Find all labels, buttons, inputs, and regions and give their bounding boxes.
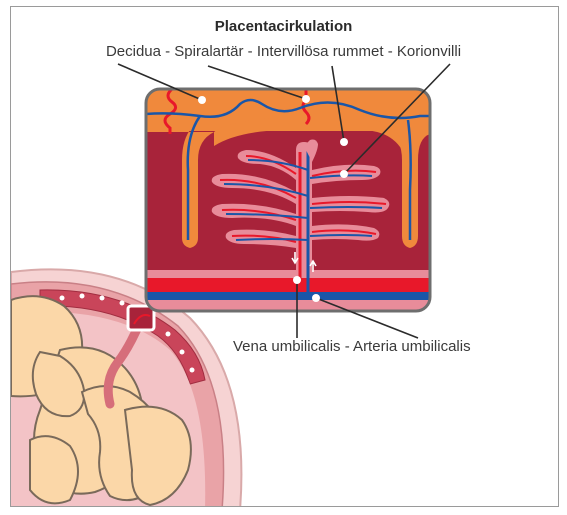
septum-right bbox=[376, 120, 430, 248]
decidual-vein bbox=[146, 98, 430, 120]
villus-branch bbox=[237, 150, 309, 180]
flow-arrow-up bbox=[309, 259, 317, 272]
callout-dot-decidua bbox=[198, 96, 206, 104]
fetus bbox=[11, 295, 192, 506]
uterus-fetus-illustration bbox=[11, 268, 243, 506]
septum-left bbox=[146, 120, 214, 248]
callout-dot-vena-umbilicalis bbox=[293, 276, 301, 284]
zoom-marker bbox=[126, 304, 156, 332]
diagram-title: Placentacirkulation bbox=[214, 18, 353, 35]
villus-branch bbox=[211, 203, 309, 226]
villus-branch bbox=[304, 139, 318, 162]
callout-dots bbox=[198, 95, 348, 302]
villus-branch bbox=[225, 229, 309, 248]
decidual-vein-branch-left bbox=[186, 115, 202, 240]
spiral-artery-left bbox=[163, 89, 177, 134]
callout-dot-chorionic-villi bbox=[340, 170, 348, 178]
umbilical-cord bbox=[103, 317, 145, 409]
chorionic-dome bbox=[214, 118, 402, 150]
decidual-vein-branch-right bbox=[406, 119, 412, 240]
villus-branch bbox=[309, 224, 380, 241]
callout-dot-intervillous bbox=[340, 138, 348, 146]
placenta-zoom-box bbox=[144, 87, 432, 313]
placenta-stars bbox=[59, 293, 195, 373]
callout-dot-spiral-artery bbox=[302, 95, 310, 103]
umbilical-vessel-labels: Vena umbilicalis - Arteria umbilicalis bbox=[233, 338, 471, 355]
villus-branch bbox=[211, 173, 309, 204]
flow-arrow-down bbox=[291, 252, 299, 265]
callout-lines bbox=[117, 63, 451, 339]
callout-dot-arteria-umbilicalis bbox=[312, 294, 320, 302]
top-structure-labels: Decidua - Spiralartär - Intervillösa rum… bbox=[105, 43, 462, 60]
villus-branch bbox=[309, 196, 390, 213]
